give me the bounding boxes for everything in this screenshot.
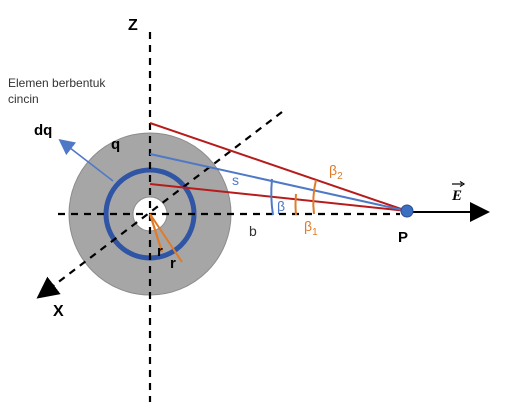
angle-beta-arc	[270, 178, 274, 216]
axis-z-label: Z	[128, 17, 138, 34]
beta1-symbol: β	[304, 218, 312, 234]
radius-outer	[149, 213, 183, 263]
dq-label: dq	[34, 122, 52, 139]
element-caption-line1: Elemen berbentuk	[8, 76, 106, 90]
x-axis	[36, 111, 283, 299]
line-to-outer-edge	[149, 122, 408, 212]
axis-x-label: X	[53, 303, 64, 320]
point-p	[400, 204, 414, 218]
element-caption-line2: cincin	[8, 92, 39, 106]
beta1-subscript: 1	[312, 227, 318, 238]
dq-arrow	[58, 139, 114, 182]
line-s	[149, 153, 408, 212]
beta1-label: β1	[304, 218, 318, 238]
beta2-symbol: β	[329, 162, 337, 178]
beta2-subscript: 2	[337, 171, 343, 182]
beta-label: β	[277, 198, 285, 214]
b-label: b	[249, 223, 257, 239]
beta2-label: β2	[329, 162, 343, 182]
angle-beta2-arc	[312, 179, 317, 215]
radius-inner	[148, 213, 164, 253]
s-label: s	[232, 172, 239, 188]
line-to-inner-edge	[149, 183, 408, 212]
e-label: E	[451, 188, 462, 204]
q-label: q	[111, 136, 120, 153]
e-vector-arrowhead-icon	[459, 180, 466, 188]
r-inner-label: r	[157, 243, 163, 260]
p-label: P	[398, 229, 408, 246]
r-outer-label: r	[170, 255, 176, 272]
